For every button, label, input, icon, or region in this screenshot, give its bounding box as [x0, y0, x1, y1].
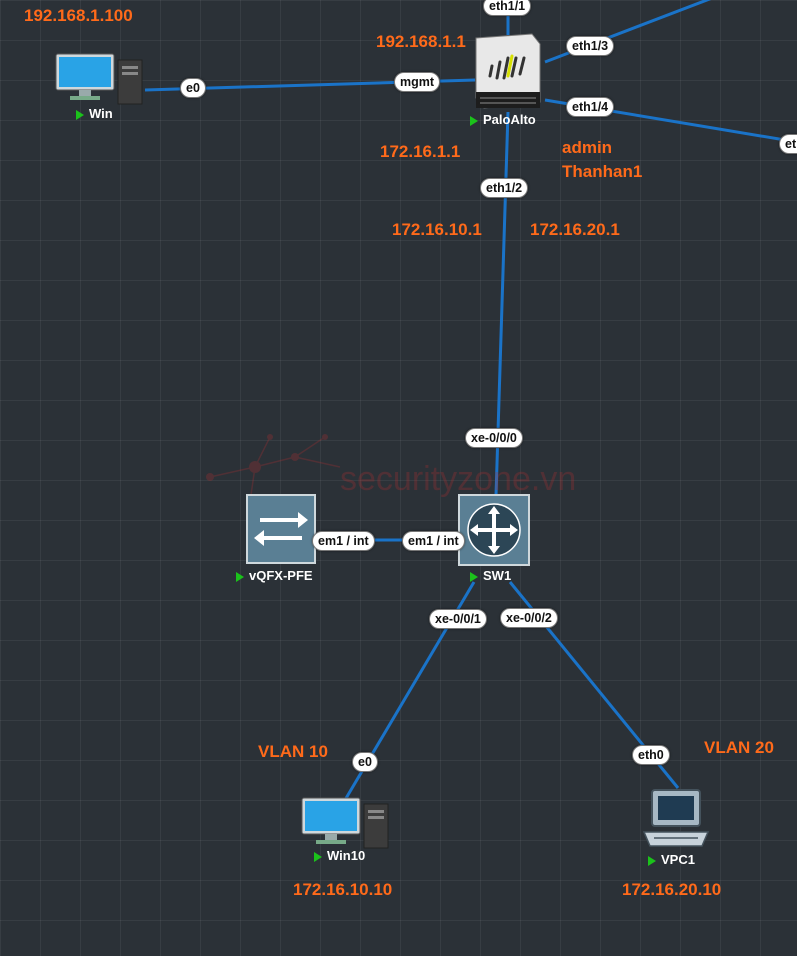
port-win10-e0[interactable]: e0 — [352, 752, 378, 772]
terminal-icon — [642, 789, 710, 847]
port-paloalto-mgmt[interactable]: mgmt — [394, 72, 441, 92]
pc-icon — [301, 797, 389, 849]
port-sw1-xe-0-0-2[interactable]: xe-0/0/2 — [500, 608, 558, 628]
annotation-paloalto-password: Thanhan1 — [562, 162, 643, 181]
node-label: Win10 — [327, 848, 366, 863]
annotation-vlan10: VLAN 10 — [258, 742, 328, 761]
node-vqfx-pfe[interactable]: vQFX-PFE — [236, 494, 336, 586]
port-paloalto-eth1-2[interactable]: eth1/2 — [480, 178, 529, 198]
router-icon — [458, 494, 530, 566]
watermark-text: securityzone.vn — [340, 460, 576, 498]
port-sw1-em1[interactable]: em1 / int — [402, 531, 465, 551]
node-sw1[interactable]: SW1 — [458, 494, 538, 586]
node-label: vQFX-PFE — [249, 568, 313, 583]
port-paloalto-eth1-4[interactable]: eth1/4 — [566, 97, 615, 117]
port-win-e0[interactable]: e0 — [180, 78, 206, 98]
port-vqfx-em1[interactable]: em1 / int — [312, 531, 375, 551]
port-paloalto-eth1-3[interactable]: eth1/3 — [566, 36, 615, 56]
annotation-vlan10-gateway: 172.16.10.1 — [392, 220, 482, 239]
pc-icon — [55, 53, 143, 105]
node-status-icon — [470, 571, 478, 582]
node-status-icon — [314, 851, 322, 862]
node-label: PaloAlto — [483, 112, 536, 127]
node-label: SW1 — [483, 568, 512, 583]
annotation-win-ip: 192.168.1.100 — [24, 6, 133, 25]
annotation-vlan20-gateway: 172.16.20.1 — [530, 220, 620, 239]
node-status-icon — [236, 571, 244, 582]
node-win10[interactable]: Win10 — [300, 796, 392, 866]
node-vpc1[interactable]: VPC1 — [640, 788, 720, 868]
annotation-paloalto-inside-ip: 172.16.1.1 — [380, 142, 461, 161]
port-sw1-xe-0-0-1[interactable]: xe-0/0/1 — [429, 609, 487, 629]
node-label: VPC1 — [661, 852, 695, 867]
node-status-icon — [648, 855, 656, 866]
annotation-vlan20: VLAN 20 — [704, 738, 774, 757]
annotation-paloalto-user: admin — [562, 138, 613, 157]
annotation-paloalto-mgmt-ip: 192.168.1.1 — [376, 32, 466, 51]
node-win[interactable]: Win — [54, 52, 144, 122]
node-paloalto[interactable]: PaloAlto — [470, 32, 552, 132]
port-sw1-xe-0-0-0[interactable]: xe-0/0/0 — [465, 428, 523, 448]
port-vpc1-eth0[interactable]: eth0 — [632, 745, 670, 765]
watermark-logo: securityzone.vn — [206, 434, 576, 505]
annotation-win10-ip: 172.16.10.10 — [293, 880, 393, 899]
switch-icon — [246, 494, 316, 564]
firewall-icon — [475, 33, 541, 109]
node-label: Win — [89, 106, 113, 121]
port-paloalto-eth1-1[interactable]: eth1/1 — [483, 0, 532, 16]
node-status-icon — [470, 115, 478, 126]
node-status-icon — [76, 109, 84, 120]
port-offscreen-eth[interactable]: et — [779, 134, 797, 154]
annotation-vpc1-ip: 172.16.20.10 — [622, 880, 722, 899]
